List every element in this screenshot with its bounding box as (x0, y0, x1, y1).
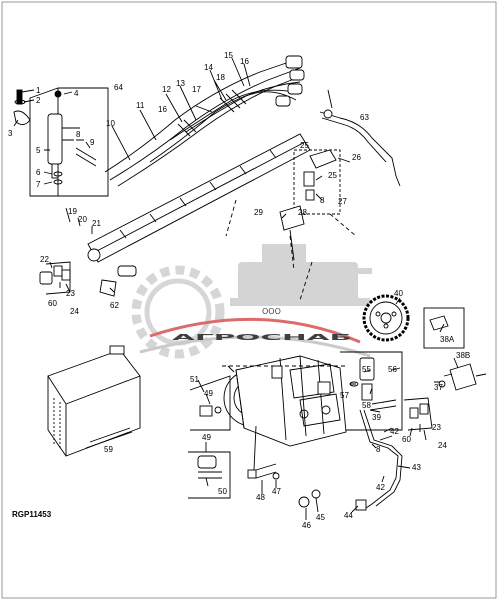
callout-labels: 1 2 3 4 5 6 7 8 9 10 11 12 13 14 15 16 1… (8, 51, 470, 530)
callout: 10 (106, 119, 115, 128)
clamp (13, 110, 31, 125)
swoosh-red (149, 317, 361, 344)
callout: 57 (340, 391, 349, 400)
callout: 1 (36, 86, 41, 95)
callout: 56 (388, 365, 397, 374)
swoosh-gray (139, 335, 371, 358)
callout: 28 (298, 208, 307, 217)
injection-pump (223, 355, 347, 471)
figure-id: RGP11453 (12, 510, 52, 519)
callout: 42 (390, 427, 399, 436)
callout: 7 (36, 180, 41, 189)
watermark-prefix: ООО (262, 307, 281, 316)
callout: 47 (272, 487, 281, 496)
callout: 20 (78, 215, 87, 224)
harvester-watermark-icon (230, 244, 372, 306)
callout: 19 (68, 207, 77, 216)
callout: 44 (344, 511, 353, 520)
callout: 60 (48, 299, 57, 308)
callout: 17 (192, 85, 201, 94)
callout: 15 (224, 51, 233, 60)
callout: 24 (438, 441, 447, 450)
callout: 42 (376, 483, 385, 492)
callout: 40 (394, 289, 403, 298)
callout: 55 (362, 365, 371, 374)
callout: 50 (218, 487, 227, 496)
callout: 21 (92, 219, 101, 228)
callout: 6 (36, 168, 41, 177)
line-art (13, 55, 487, 520)
callout: 11 (136, 101, 145, 110)
ecu-box (47, 349, 141, 405)
callout: 26 (352, 153, 361, 162)
watermark-company: АГРОСНАБ (172, 333, 352, 342)
callout: 23 (432, 423, 441, 432)
callout: 37 (434, 383, 443, 392)
callout: 14 (204, 63, 213, 72)
callout: 9 (90, 138, 95, 147)
callout: 45 (316, 513, 325, 522)
callout: 25 (300, 141, 309, 150)
callout: 49 (202, 433, 211, 442)
callout: 8 (376, 445, 381, 454)
callout: 16 (240, 57, 249, 66)
callout: 48 (256, 493, 265, 502)
callout: 2 (36, 96, 41, 105)
callout: 51 (190, 375, 199, 384)
callout: 8 (320, 196, 325, 205)
callout: 38A (440, 335, 455, 344)
callout: 29 (254, 208, 263, 217)
callout: 23 (66, 289, 75, 298)
callout: 27 (338, 197, 347, 206)
callout: 18 (216, 73, 225, 82)
callout: 58 (362, 401, 371, 410)
callout: 63 (360, 113, 369, 122)
callout: 12 (162, 85, 171, 94)
callout: 25 (328, 171, 337, 180)
callout: 49 (204, 389, 213, 398)
callout: 24 (70, 307, 79, 316)
callout: 8 (76, 130, 81, 139)
callout: 3 (8, 129, 13, 138)
callout: 38B (456, 351, 470, 360)
callout: 16 (158, 105, 167, 114)
callout: 60 (402, 435, 411, 444)
callout: 62 (110, 301, 119, 310)
callout: 64 (114, 83, 123, 92)
callout: 5 (36, 146, 41, 155)
callout: 59 (104, 445, 113, 454)
callout: 46 (302, 521, 311, 530)
callout: 43 (412, 463, 421, 472)
callout: 4 (74, 89, 79, 98)
injector (47, 113, 63, 165)
callout: 39 (372, 413, 381, 422)
callout: 13 (176, 79, 185, 88)
callout: 22 (40, 255, 49, 264)
watermark-logo: ООО АГРОСНАБ (131, 244, 372, 359)
